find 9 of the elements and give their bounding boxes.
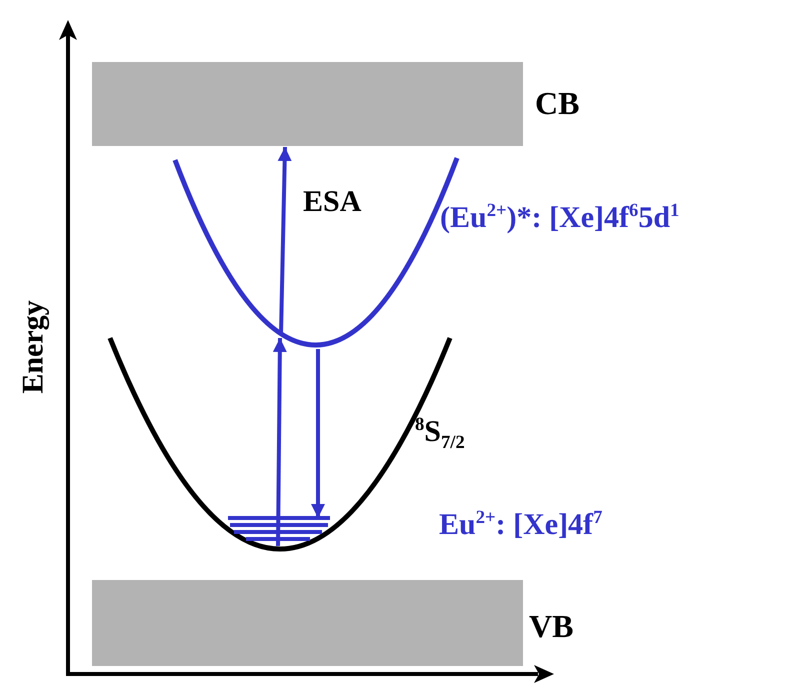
state-label: Eu$^{2+}$: [Xe]4f$^{7}$ [439,510,602,540]
term-symbol: $^{8}$S$_{7/2}$ [415,417,465,447]
band-label: CB [535,87,580,119]
arrow [272,338,287,546]
axis-label: Energy [18,300,49,394]
band-label: VB [529,610,574,642]
state-label: (Eu$^{2+}$)*: [Xe]4f$^{6}$5d$^{1}$ [440,203,680,233]
arrow [311,349,325,518]
arrow [278,146,292,334]
